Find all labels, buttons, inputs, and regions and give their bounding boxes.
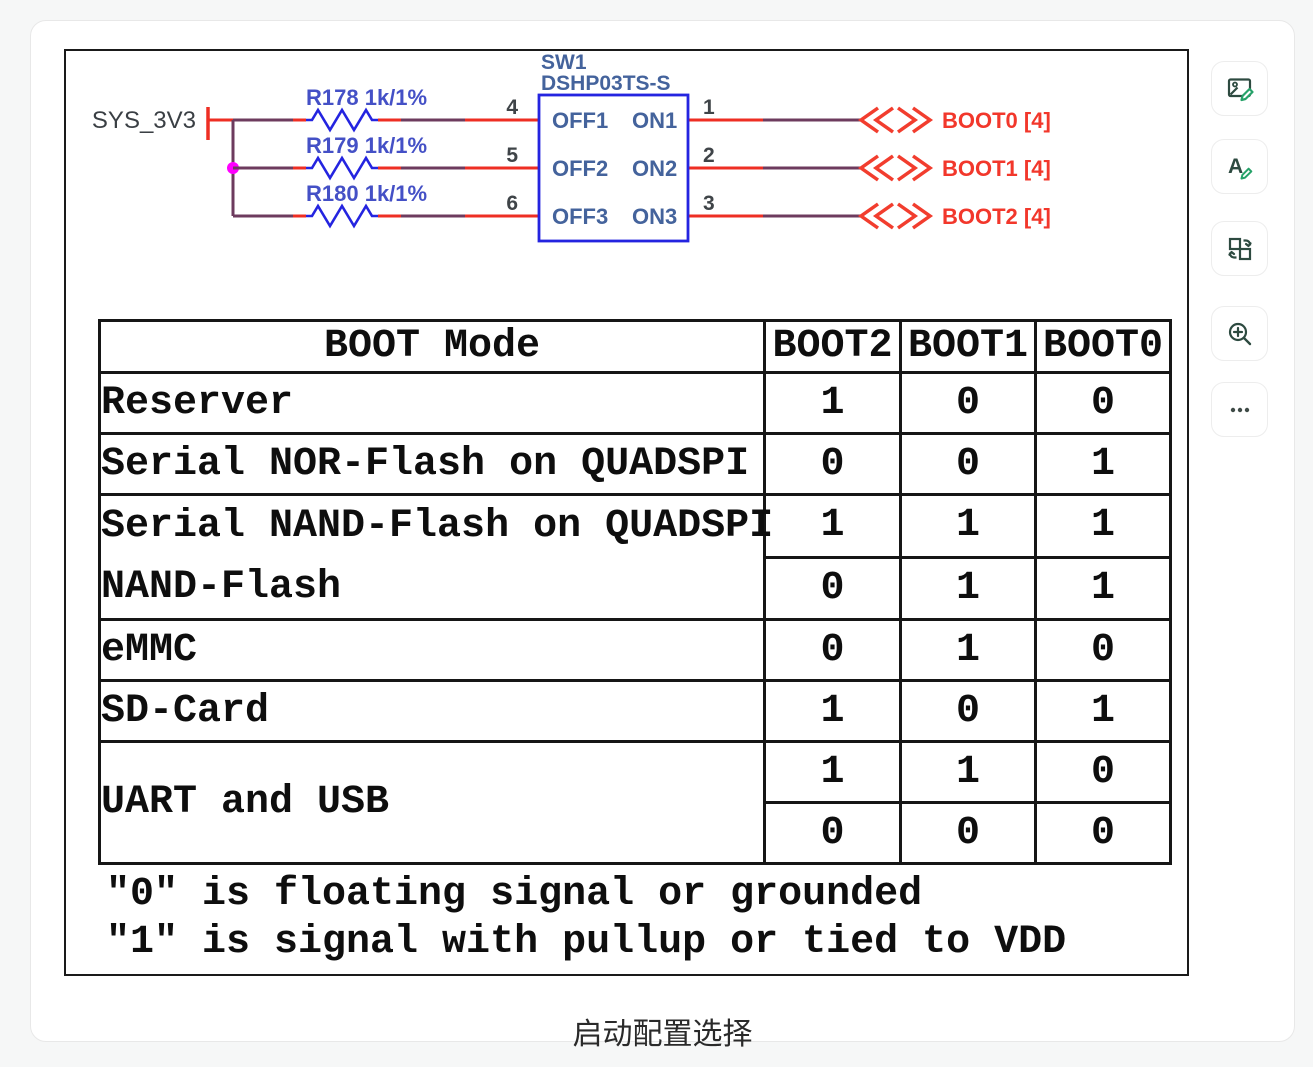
pin-number: 4 — [506, 96, 518, 119]
boot1-value: 0 — [899, 801, 1037, 865]
boot1-value: 1 — [899, 740, 1037, 804]
boot0-value: 0 — [1034, 801, 1172, 865]
boot2-value: 1 — [763, 679, 902, 743]
net-chevron-icon — [857, 106, 934, 230]
table-row: Serial NAND-Flash on QUADSPI NAND-Flash … — [98, 493, 1172, 621]
svg-text:OFF3: OFF3 — [552, 204, 608, 229]
mode-label-merged: Serial NAND-Flash on QUADSPI NAND-Flash — [98, 493, 774, 621]
table-row: eMMC 0 1 0 — [98, 618, 1172, 682]
boot0-value: 1 — [1034, 493, 1172, 559]
boot1-value: 0 — [899, 432, 1037, 496]
switch-body — [537, 93, 690, 243]
legend-note-1: "1" is signal with pullup or tied to VDD — [106, 920, 1067, 965]
pin-number: 5 — [506, 144, 518, 167]
table-header-row: BOOT Mode BOOT2 BOOT1 BOOT0 — [98, 319, 1172, 374]
boot2-value: 1 — [763, 371, 902, 435]
pin-number: 3 — [703, 192, 715, 215]
svg-text:ON3: ON3 — [632, 204, 677, 229]
swap-icon — [1226, 235, 1254, 263]
schematic-figure: SYS_3V3 — [64, 49, 1189, 976]
table-row: Serial NOR-Flash on QUADSPI 0 0 1 — [98, 432, 1172, 496]
net-label: BOOT1 [4] — [942, 156, 1051, 181]
boot1-value: 0 — [899, 371, 1037, 435]
net-label: BOOT2 [4] — [942, 204, 1051, 229]
replace-button[interactable] — [1211, 221, 1268, 276]
net-label: BOOT0 [4] — [942, 108, 1051, 133]
table-row: Reserver 1 0 0 — [98, 371, 1172, 435]
table-row: 0 1 1 — [100, 555, 1172, 621]
boot0-value: 1 — [1034, 432, 1172, 496]
boot0-value: 0 — [1034, 740, 1172, 804]
boot2-value: 1 — [763, 740, 902, 804]
component-part: DSHP03TS-S — [541, 72, 671, 95]
more-dots-icon — [1226, 396, 1254, 424]
boot0-value: 0 — [1034, 371, 1172, 435]
boot1-value: 1 — [899, 493, 1037, 559]
mode-label: Serial NAND-Flash on QUADSPI — [101, 504, 774, 549]
zoom-in-button[interactable] — [1211, 306, 1268, 361]
boot0-value: 0 — [1034, 618, 1172, 682]
power-net-label: SYS_3V3 — [92, 107, 196, 134]
col-header-boot0: BOOT0 — [1034, 319, 1172, 374]
svg-text:OFF1: OFF1 — [552, 108, 608, 133]
boot2-value: 0 — [763, 618, 902, 682]
table-row: SD-Card 1 0 1 — [98, 679, 1172, 743]
edit-text-button[interactable]: A — [1211, 139, 1268, 194]
pin-number: 6 — [506, 192, 518, 215]
text-edit-icon: A — [1226, 153, 1254, 181]
svg-text:ON1: ON1 — [632, 108, 677, 133]
image-viewer-card: SYS_3V3 — [30, 20, 1295, 1051]
col-header-boot2: BOOT2 — [763, 319, 902, 374]
figure-caption: 启动配置选择 — [572, 1018, 753, 1051]
boot2-value: 0 — [763, 801, 902, 865]
pin-number: 1 — [703, 96, 715, 119]
image-edit-icon — [1226, 75, 1254, 103]
table-row: 0 0 0 — [100, 801, 1172, 865]
row-wires — [233, 107, 861, 229]
edit-image-button[interactable] — [1211, 61, 1268, 116]
legend-note-0: "0" is floating signal or grounded — [106, 872, 923, 917]
boot2-value: 0 — [763, 555, 902, 621]
boot0-value: 1 — [1034, 555, 1172, 621]
mode-label: eMMC — [98, 618, 766, 682]
boot1-value: 1 — [899, 555, 1037, 621]
svg-text:OFF2: OFF2 — [552, 156, 608, 181]
mode-label: Serial NOR-Flash on QUADSPI — [98, 432, 766, 496]
boot-mode-table: BOOT Mode BOOT2 BOOT1 BOOT0 Reserver 1 0… — [98, 319, 1172, 865]
resistor-label: R178 1k/1% — [306, 85, 427, 110]
mode-label: Reserver — [98, 371, 766, 435]
more-button[interactable] — [1211, 382, 1268, 437]
pin-number: 2 — [703, 144, 715, 167]
switch-pin-labels: OFF1 ON1 OFF2 ON2 OFF3 ON3 — [552, 108, 677, 229]
boot1-value: 0 — [899, 679, 1037, 743]
col-header-boot-mode: BOOT Mode — [98, 319, 766, 374]
boot-switch-schematic: SYS_3V3 — [92, 51, 1051, 243]
boot2-value: 1 — [763, 493, 902, 559]
svg-text:ON2: ON2 — [632, 156, 677, 181]
zoom-in-icon — [1226, 320, 1254, 348]
legend-notes: "0" is floating signal or grounded "1" i… — [106, 871, 1066, 967]
boot2-value: 0 — [763, 432, 902, 496]
mode-label: NAND-Flash — [101, 565, 342, 610]
resistor-label: R180 1k/1% — [306, 181, 427, 206]
col-header-boot1: BOOT1 — [899, 319, 1037, 374]
svg-text:A: A — [1228, 155, 1243, 178]
mode-label: SD-Card — [98, 679, 766, 743]
component-ref: SW1 — [541, 51, 587, 74]
table-row: UART and USB 1 1 0 — [98, 740, 1172, 865]
boot0-value: 1 — [1034, 679, 1172, 743]
mode-label: UART and USB — [98, 740, 766, 865]
boot1-value: 1 — [899, 618, 1037, 682]
resistor-label: R179 1k/1% — [306, 133, 427, 158]
